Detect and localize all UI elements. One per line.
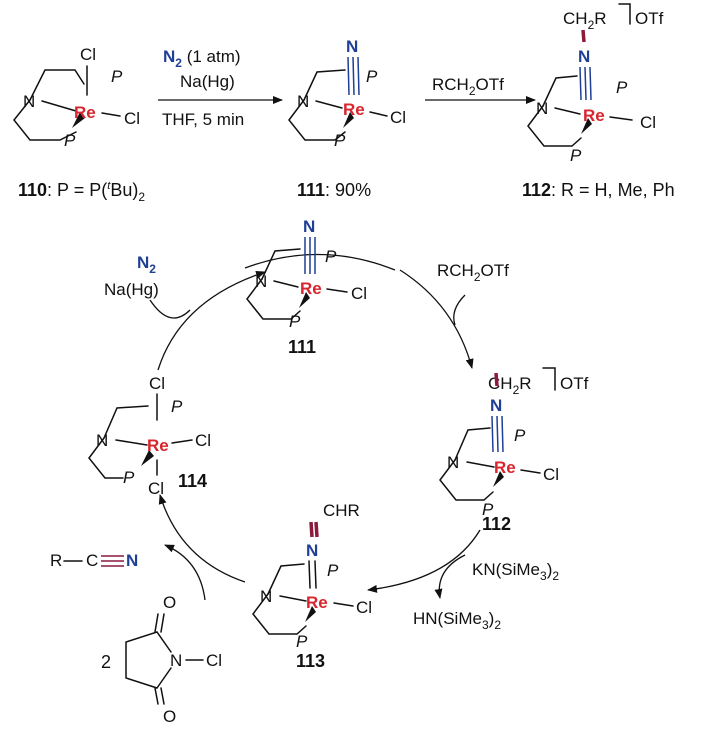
label-111: 111: 90% (297, 180, 371, 200)
svg-text:OTf: OTf (635, 9, 664, 28)
svg-text:P: P (325, 247, 337, 266)
side-arrow-n2 (149, 299, 191, 319)
svg-text:P: P (482, 500, 494, 519)
svg-text:N: N (96, 431, 108, 450)
ncs-reagent: 2 O O N Cl (101, 593, 222, 726)
side-arrow-rch2otf (453, 294, 466, 326)
svg-text:P: P (296, 632, 308, 651)
svg-text:CHR: CHR (323, 501, 360, 520)
svg-text:N: N (346, 37, 358, 56)
svg-text:Cl: Cl (124, 109, 140, 128)
reagent-n2: N2 (1 atm) (163, 47, 241, 70)
svg-text:Cl: Cl (148, 479, 164, 498)
svg-text:P: P (123, 468, 135, 487)
svg-text:P: P (111, 67, 123, 86)
svg-text:Re: Re (74, 103, 96, 122)
svg-text:N: N (536, 99, 548, 118)
svg-text:Cl: Cl (543, 465, 559, 484)
svg-text:Re: Re (147, 436, 169, 455)
svg-text:P: P (171, 397, 183, 416)
svg-text:Re: Re (300, 279, 322, 298)
cycle-n2: N2 (137, 253, 156, 276)
label-110: 110: P = P(tBu)2 (18, 180, 145, 204)
svg-text:N: N (490, 396, 502, 415)
svg-text:CH2R: CH2R (563, 9, 607, 32)
svg-text:P: P (327, 561, 339, 580)
reagent-thf: THF, 5 min (162, 110, 244, 129)
label-112: 112: R = H, Me, Ph (522, 180, 675, 200)
svg-text:P: P (366, 67, 378, 86)
svg-text:Cl: Cl (390, 108, 406, 127)
complex-112-top: CH2R OTf N N Re P Cl P (527, 3, 664, 165)
complex-111: N N Re P Cl P (288, 37, 406, 150)
svg-text:O: O (163, 593, 176, 612)
reagent-nahg: Na(Hg) (180, 72, 235, 91)
complex-110: N Re Cl P Cl P (13, 45, 140, 150)
svg-text:N: N (447, 453, 459, 472)
svg-text:P: P (514, 426, 526, 445)
cycle-label-113: 113 (296, 651, 325, 671)
svg-text:Re: Re (583, 106, 605, 125)
svg-text:Re: Re (306, 593, 328, 612)
svg-text:P: P (64, 131, 76, 150)
cycle-label-114: 114 (178, 471, 207, 491)
cycle-arc-113-to-114 (158, 494, 246, 583)
svg-text:N: N (306, 541, 318, 560)
svg-text:Cl: Cl (351, 284, 367, 303)
cycle-complex-113: CHR N N Re P Cl P 113 (252, 501, 372, 671)
side-arrow-nitrile (164, 544, 206, 601)
svg-text:Re: Re (494, 458, 516, 477)
side-arrow-hn (434, 554, 466, 599)
cycle-rch2otf: RCH2OTf (437, 261, 509, 284)
cycle-complex-111: N N Re P Cl P 111 (246, 217, 367, 357)
cycle-arc-114-to-111 (157, 271, 266, 371)
svg-text:N: N (297, 92, 309, 111)
svg-text:Cl: Cl (640, 113, 656, 132)
svg-text:N: N (255, 272, 267, 291)
cycle-complex-114: Cl N Re P Cl P Cl 114 (88, 374, 211, 498)
svg-text:P: P (334, 131, 346, 150)
svg-text:N: N (126, 551, 138, 570)
svg-text:Cl: Cl (206, 651, 222, 670)
svg-text:N: N (23, 92, 35, 111)
cycle-nahg: Na(Hg) (104, 280, 159, 299)
reagent-hn: HN(SiMe3)2 (413, 609, 501, 632)
svg-text:CH2R: CH2R (488, 374, 532, 397)
reagent-rch2otf: RCH2OTf (432, 75, 504, 98)
svg-text:2: 2 (101, 652, 111, 672)
svg-text:N: N (170, 651, 182, 670)
svg-text:Cl: Cl (195, 431, 211, 450)
svg-text:Cl: Cl (149, 374, 165, 393)
svg-text:N: N (260, 587, 272, 606)
svg-text:C: C (86, 551, 98, 570)
svg-text:R: R (50, 551, 62, 570)
svg-text:Cl: Cl (356, 598, 372, 617)
cycle-arc-111-to-112 (399, 269, 474, 369)
reagent-kn: KN(SiMe3)2 (472, 560, 559, 583)
cycle-arc-112-to-113 (367, 529, 481, 593)
nitrile-product: R C N (50, 551, 138, 570)
svg-text:O: O (163, 707, 176, 726)
svg-text:OTf: OTf (560, 374, 589, 393)
cycle-arc-top-left (244, 253, 396, 271)
svg-text:P: P (570, 146, 582, 165)
svg-text:P: P (289, 312, 301, 331)
svg-text:Re: Re (343, 100, 365, 119)
cycle-label-111: 111 (288, 337, 316, 357)
svg-text:P: P (616, 78, 628, 97)
svg-text:Cl: Cl (80, 45, 96, 64)
svg-text:N: N (578, 47, 590, 66)
cycle-complex-112: CH2R OTf N N Re P Cl P 112 (439, 367, 589, 534)
svg-text:N: N (303, 217, 315, 236)
cycle-label-112: 112 (482, 514, 511, 534)
